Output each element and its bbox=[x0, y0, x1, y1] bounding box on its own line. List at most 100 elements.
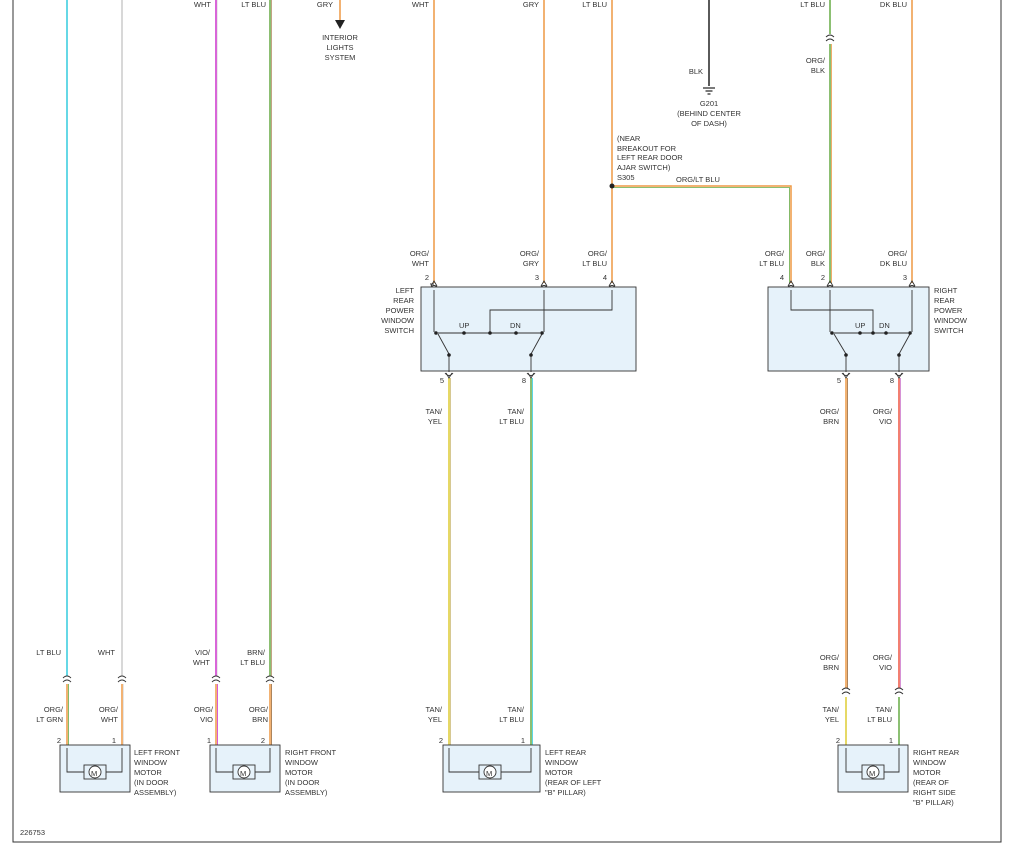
svg-text:2: 2 bbox=[836, 736, 840, 745]
svg-text:ORG/: ORG/ bbox=[588, 249, 608, 258]
svg-text:DN: DN bbox=[510, 321, 521, 330]
motor-symbol-lr: M bbox=[486, 769, 492, 778]
svg-text:ORG/: ORG/ bbox=[99, 705, 119, 714]
label-lt-blu-c: LT BLU bbox=[800, 0, 825, 9]
svg-text:LT BLU: LT BLU bbox=[36, 648, 61, 657]
svg-text:WHT: WHT bbox=[101, 715, 118, 724]
interior-lights-line2: LIGHTS bbox=[326, 43, 353, 52]
interior-lights-line3: SYSTEM bbox=[325, 53, 356, 62]
label-wht-a: WHT bbox=[194, 0, 211, 9]
svg-text:8: 8 bbox=[890, 376, 894, 385]
svg-text:LT GRN: LT GRN bbox=[36, 715, 63, 724]
svg-text:ASSEMBLY): ASSEMBLY) bbox=[285, 788, 328, 797]
svg-text:2: 2 bbox=[821, 273, 825, 282]
svg-text:TAN/: TAN/ bbox=[875, 705, 892, 714]
svg-text:2: 2 bbox=[439, 736, 443, 745]
svg-text:ORG/: ORG/ bbox=[765, 249, 785, 258]
connectors bbox=[62, 34, 917, 749]
svg-text:5: 5 bbox=[440, 376, 444, 385]
splice-line3: LEFT REAR DOOR bbox=[617, 153, 683, 162]
splice-line4: AJAR SWITCH) bbox=[617, 163, 671, 172]
svg-text:ORG/: ORG/ bbox=[806, 249, 826, 258]
svg-text:RIGHT FRONT: RIGHT FRONT bbox=[285, 748, 337, 757]
svg-text:BRN: BRN bbox=[252, 715, 268, 724]
svg-text:(IN DOOR: (IN DOOR bbox=[285, 778, 320, 787]
svg-text:1: 1 bbox=[889, 736, 893, 745]
svg-text:UP: UP bbox=[459, 321, 469, 330]
right-front-window-motor bbox=[209, 744, 281, 793]
svg-text:WINDOW: WINDOW bbox=[285, 758, 319, 767]
right-rear-window-switch bbox=[767, 280, 930, 379]
ground-icon bbox=[703, 87, 715, 95]
svg-text:ORG/: ORG/ bbox=[194, 705, 214, 714]
svg-text:UP: UP bbox=[855, 321, 865, 330]
svg-text:WINDOW: WINDOW bbox=[381, 316, 415, 325]
svg-text:SWITCH: SWITCH bbox=[934, 326, 964, 335]
svg-text:VIO: VIO bbox=[200, 715, 213, 724]
ground-line3: OF DASH) bbox=[691, 119, 727, 128]
svg-text:4: 4 bbox=[603, 273, 607, 282]
svg-text:BLK: BLK bbox=[811, 259, 825, 268]
svg-text:WHT: WHT bbox=[412, 259, 429, 268]
splice-line5: S305 bbox=[617, 173, 635, 182]
splice-wire-label: ORG/LT BLU bbox=[676, 175, 720, 184]
svg-text:ORG/: ORG/ bbox=[44, 705, 64, 714]
left-rear-window-motor bbox=[442, 744, 541, 793]
svg-text:WINDOW: WINDOW bbox=[545, 758, 579, 767]
interior-lights-arrow-icon bbox=[335, 20, 345, 29]
right-rear-window-motor bbox=[837, 744, 909, 793]
svg-text:1: 1 bbox=[112, 736, 116, 745]
svg-text:1: 1 bbox=[207, 736, 211, 745]
svg-text:ORG/: ORG/ bbox=[873, 653, 893, 662]
svg-text:BLK: BLK bbox=[811, 66, 825, 75]
svg-text:ORG/: ORG/ bbox=[410, 249, 430, 258]
motor-symbol-rf: M bbox=[240, 769, 246, 778]
svg-text:WHT: WHT bbox=[193, 658, 210, 667]
svg-text:POWER: POWER bbox=[934, 306, 963, 315]
svg-text:2: 2 bbox=[425, 273, 429, 282]
svg-text:LEFT REAR: LEFT REAR bbox=[545, 748, 587, 757]
svg-text:ASSEMBLY): ASSEMBLY) bbox=[134, 788, 177, 797]
label-wht-b: WHT bbox=[412, 0, 429, 9]
svg-text:YEL: YEL bbox=[825, 715, 839, 724]
splice-line2: BREAKOUT FOR bbox=[617, 144, 677, 153]
svg-text:MOTOR: MOTOR bbox=[285, 768, 313, 777]
svg-text:ORG/: ORG/ bbox=[820, 653, 840, 662]
svg-text:ORG/: ORG/ bbox=[888, 249, 908, 258]
svg-text:8: 8 bbox=[522, 376, 526, 385]
svg-text:RIGHT REAR: RIGHT REAR bbox=[913, 748, 960, 757]
svg-text:BRN: BRN bbox=[823, 663, 839, 672]
svg-text:WHT: WHT bbox=[98, 648, 115, 657]
svg-text:MOTOR: MOTOR bbox=[545, 768, 573, 777]
svg-text:VIO: VIO bbox=[879, 417, 892, 426]
svg-text:SWITCH: SWITCH bbox=[384, 326, 414, 335]
left-front-window-motor bbox=[59, 744, 131, 793]
svg-text:"B" PILLAR): "B" PILLAR) bbox=[913, 798, 954, 807]
splice-line1: (NEAR bbox=[617, 134, 641, 143]
splice-s305-icon bbox=[609, 183, 615, 189]
motor-symbol-rr: M bbox=[869, 769, 875, 778]
svg-text:DN: DN bbox=[879, 321, 890, 330]
svg-text:LT BLU: LT BLU bbox=[499, 715, 524, 724]
svg-text:ORG/: ORG/ bbox=[520, 249, 540, 258]
svg-text:3: 3 bbox=[535, 273, 539, 282]
svg-text:2: 2 bbox=[57, 736, 61, 745]
svg-text:TAN/: TAN/ bbox=[822, 705, 839, 714]
svg-text:LEFT FRONT: LEFT FRONT bbox=[134, 748, 181, 757]
svg-text:DK BLU: DK BLU bbox=[880, 259, 907, 268]
svg-text:TAN/: TAN/ bbox=[425, 705, 442, 714]
labels: WHT LT BLU GRY WHT GRY LT BLU LT BLU DK … bbox=[20, 0, 968, 837]
label-lt-blu-b: LT BLU bbox=[582, 0, 607, 9]
svg-text:LT BLU: LT BLU bbox=[499, 417, 524, 426]
svg-text:WINDOW: WINDOW bbox=[913, 758, 947, 767]
svg-text:WINDOW: WINDOW bbox=[134, 758, 168, 767]
svg-text:(REAR OF LEFT: (REAR OF LEFT bbox=[545, 778, 602, 787]
svg-text:ORG/: ORG/ bbox=[249, 705, 269, 714]
svg-text:4: 4 bbox=[780, 273, 784, 282]
svg-text:LT BLU: LT BLU bbox=[759, 259, 784, 268]
svg-text:ORG/: ORG/ bbox=[806, 56, 826, 65]
interior-lights-line1: INTERIOR bbox=[322, 33, 358, 42]
svg-text:REAR: REAR bbox=[934, 296, 955, 305]
svg-text:LT BLU: LT BLU bbox=[582, 259, 607, 268]
